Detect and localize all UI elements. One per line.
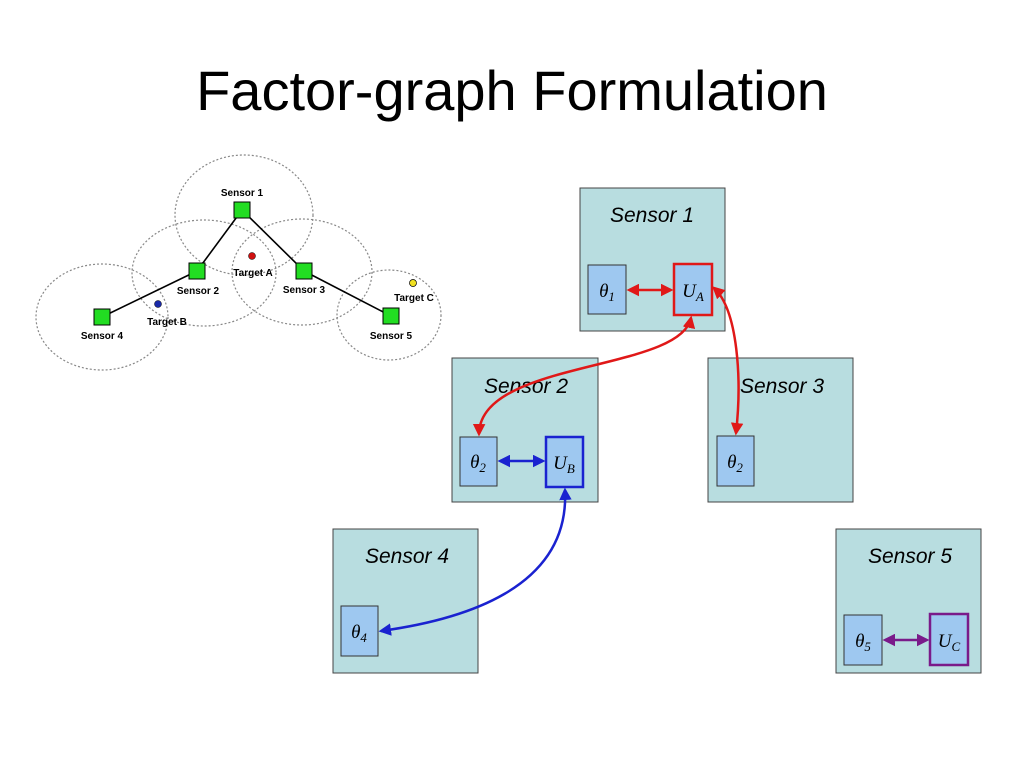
- sensor-label: Sensor 4: [81, 331, 124, 342]
- coverage-circle: [174, 154, 314, 276]
- sensor-box-5: Sensor 5 θ5 UC: [835, 528, 982, 674]
- theta-symbol: θ2: [470, 452, 486, 475]
- sensor-box-title: Sensor 5: [868, 545, 952, 568]
- edge-ua-theta2: [472, 315, 696, 437]
- theta-symbol: θ2: [727, 452, 743, 475]
- sensor-box-1: Sensor 1 θ1 UA: [579, 187, 726, 332]
- network-link: [241, 209, 305, 272]
- sensor-box-4: Sensor 4 θ4: [332, 528, 479, 674]
- target-c-dot: [409, 279, 417, 287]
- edge-ua-theta3: [712, 286, 744, 436]
- sensor-nodes: [93, 201, 400, 326]
- coverage-circle: [231, 218, 373, 326]
- sensor-box-title: Sensor 3: [740, 375, 824, 398]
- edge-ub-theta4: [378, 487, 572, 636]
- sensor-label: Sensor 1: [221, 188, 264, 199]
- target-a-dot: [248, 252, 256, 260]
- sensor-box-2: Sensor 2 θ2 UB: [451, 357, 599, 503]
- sensor-box-title: Sensor 4: [365, 545, 449, 568]
- utility-symbol: UB: [553, 453, 575, 476]
- sensor-node-3: [295, 262, 313, 280]
- theta-symbol: θ4: [351, 622, 367, 645]
- theta-variable-node: [340, 605, 379, 657]
- network-link: [101, 270, 198, 318]
- utility-factor-node: [544, 435, 585, 489]
- target-b-dot: [154, 300, 162, 308]
- utility-factor-node: [928, 612, 970, 667]
- theta-variable-node: [587, 264, 627, 315]
- sensor-box-3: Sensor 3 θ2: [707, 357, 854, 503]
- theta-symbol: θ1: [599, 281, 615, 304]
- sensor-node-1: [233, 201, 251, 219]
- target-label: Target A: [233, 268, 272, 279]
- sensor-network-diagram: Sensor 1 Sensor 2 Sensor 3 Sensor 4 Sens…: [35, 154, 442, 371]
- sensor-node-4: [93, 308, 111, 326]
- utility-factor-node: [672, 262, 714, 317]
- slide-title: Factor-graph Formulation: [196, 59, 828, 122]
- sensor-node-5: [382, 307, 400, 325]
- sensor-node-2: [188, 262, 206, 280]
- theta-variable-node: [843, 614, 883, 666]
- theta-variable-node: [459, 436, 498, 487]
- network-link: [303, 270, 392, 317]
- target-label: Target C: [394, 293, 434, 304]
- utility-symbol: UA: [682, 281, 704, 304]
- target-label: Target B: [147, 317, 187, 328]
- sensor-box-title: Sensor 1: [610, 204, 694, 227]
- coverage-circle: [336, 269, 442, 361]
- factor-graph: Sensor 1 θ1 UA Sensor 2 θ2 UB Sensor 3 θ…: [332, 187, 982, 674]
- theta-variable-node: [716, 435, 755, 487]
- coverage-circle: [35, 263, 169, 371]
- coverage-circle: [131, 219, 277, 327]
- network-link: [196, 209, 243, 272]
- sensor-label: Sensor 5: [370, 331, 413, 342]
- sensor-label: Sensor 3: [283, 285, 326, 296]
- sensor-label: Sensor 2: [177, 286, 220, 297]
- theta-symbol: θ5: [855, 631, 871, 654]
- utility-symbol: UC: [938, 631, 961, 654]
